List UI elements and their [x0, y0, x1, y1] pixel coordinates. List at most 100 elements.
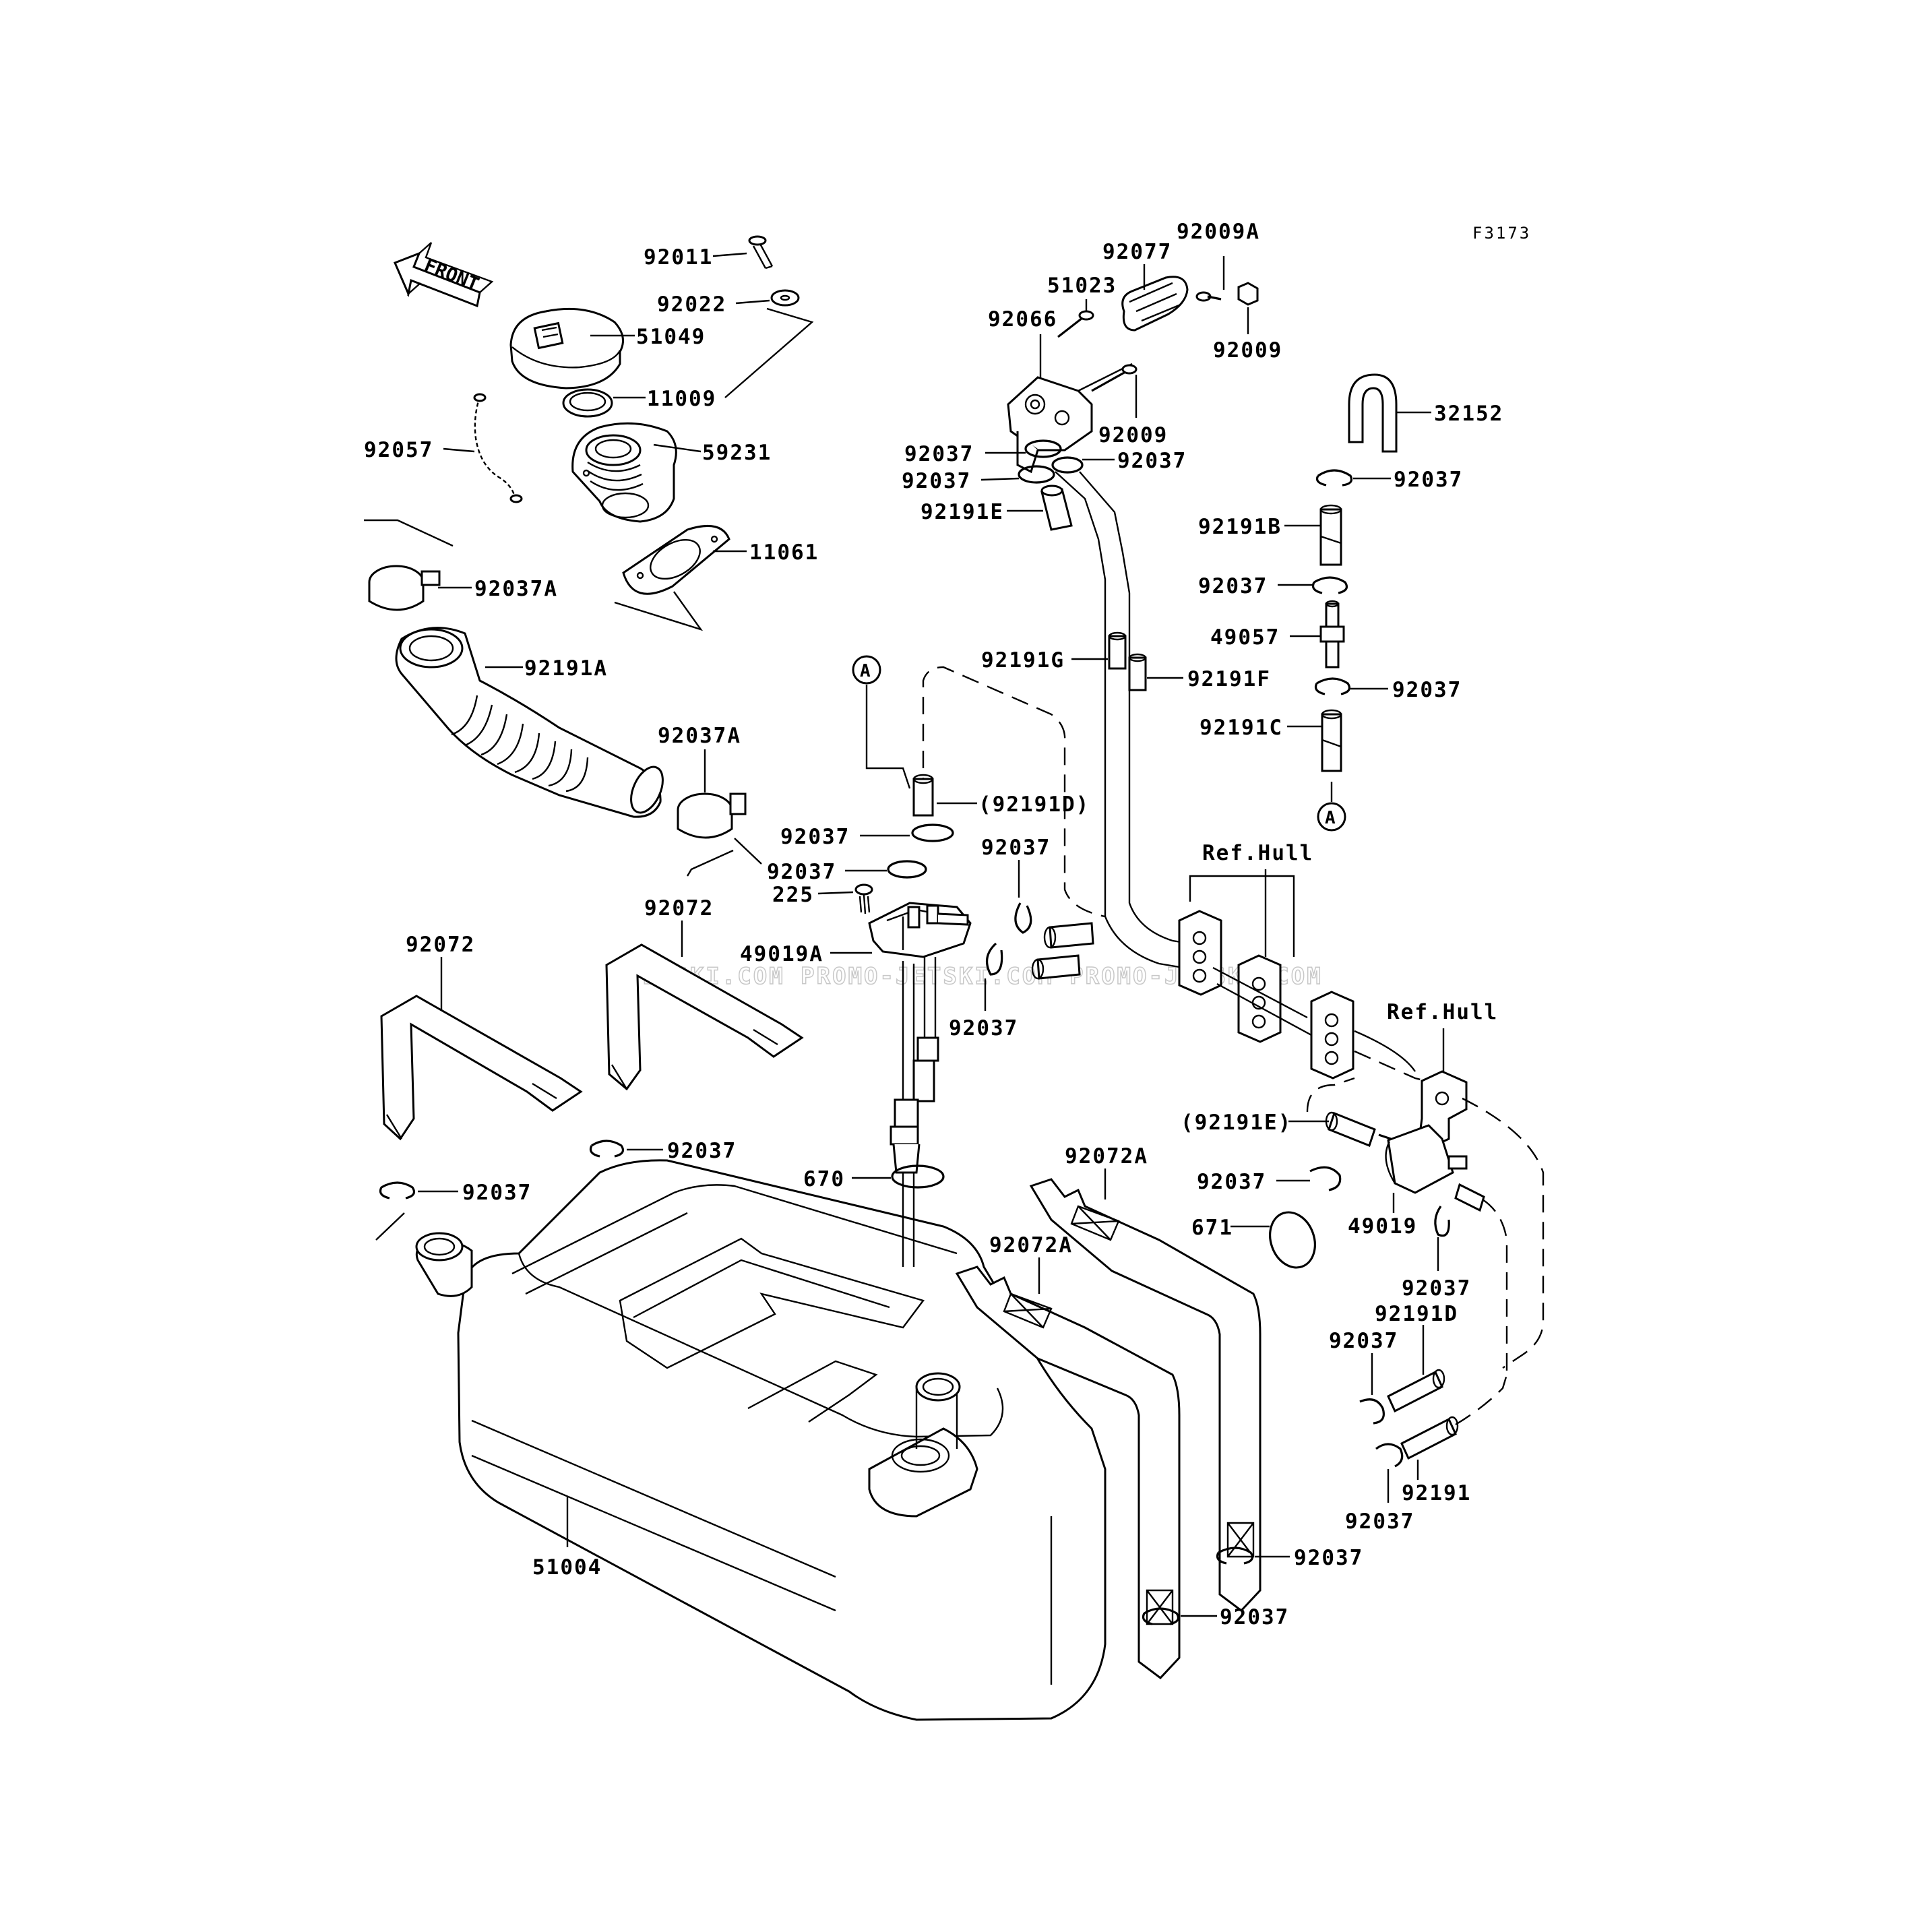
label-refhull-1: Ref.Hull	[1202, 841, 1313, 865]
hose-clamp-92037A-2-icon	[677, 792, 747, 839]
label-92037-m1: 92037	[780, 825, 850, 849]
label-92037-r7: 92037	[1345, 1509, 1414, 1534]
hose-92191C-icon	[1321, 709, 1342, 772]
hose-92191D-icon	[1387, 1369, 1445, 1413]
label-92037-r2: 92037	[1198, 574, 1268, 598]
label-92037-b1: 92037	[1294, 1546, 1363, 1570]
front-arrow-icon: FRONT	[394, 242, 494, 308]
clamp-92037-m1-icon	[911, 823, 954, 842]
label-92072-2: 92072	[644, 896, 714, 921]
label-92191B: 92191B	[1198, 515, 1282, 539]
label-92037-m3: 92037	[981, 836, 1051, 860]
label-92072A-1: 92072A	[1065, 1144, 1148, 1168]
connector-marker-a-right-icon: A	[1317, 802, 1346, 832]
label-92009-1: 51023	[1047, 274, 1117, 298]
knob-92077-icon	[1121, 276, 1189, 332]
label-92009A: 92009A	[1177, 220, 1260, 244]
tether-92057-icon	[473, 393, 523, 503]
label-92191G: 92191G	[981, 648, 1065, 673]
label-92191D: 92191D	[1375, 1302, 1458, 1326]
label-92037A-2: 92037A	[658, 724, 741, 748]
label-92037-t2: 92037	[902, 469, 971, 493]
label-92037-r4: 92037	[1197, 1170, 1266, 1194]
hose-clip-block-1-icon	[1178, 910, 1222, 996]
label-51023: 92066	[988, 307, 1057, 332]
washer-92022-icon	[770, 289, 800, 307]
nut-92066-icon	[1237, 282, 1259, 306]
hose-92191D-paren-icon	[912, 774, 934, 817]
label-59231: 59231	[702, 441, 772, 465]
clamp-92037-b2-icon	[1142, 1607, 1179, 1625]
label-225: 225	[772, 883, 814, 907]
label-92037-m2: 92037	[767, 860, 836, 884]
label-51049: 51049	[636, 325, 706, 349]
bolt-92011-icon	[748, 235, 774, 270]
clamp-92037-r4-icon	[1309, 1166, 1342, 1191]
screw-92009A-icon	[1195, 291, 1222, 302]
clamp-92037-r7-icon	[1375, 1443, 1404, 1468]
hose-92191G-icon	[1108, 631, 1127, 670]
clamp-92037-r3-icon	[1314, 677, 1350, 695]
o-ring-671-icon	[1269, 1211, 1316, 1269]
label-32152: 32152	[1434, 402, 1503, 426]
svg-text:A: A	[1325, 808, 1336, 828]
label-92191F: 92191F	[1187, 667, 1271, 691]
fuel-cock-51023-icon	[1007, 363, 1133, 474]
strap-92072-right-icon	[605, 943, 804, 1091]
hose-92191B-icon	[1319, 504, 1342, 566]
label-92037-b2: 92037	[1220, 1605, 1289, 1629]
label-49057: 49057	[1210, 625, 1280, 650]
label-92037-t3: 92037	[1117, 449, 1187, 473]
label-92037-r3: 92037	[1392, 678, 1462, 702]
clamp-92037-m2-icon	[887, 860, 927, 879]
label-92011: 92011	[644, 245, 713, 270]
vent-hose-32152-icon	[1348, 373, 1398, 453]
label-92037-c1: 92037	[667, 1139, 737, 1163]
connector-marker-a-left-icon: A	[852, 655, 881, 685]
filler-hose-92191A-icon	[395, 627, 664, 818]
hose-92191E-paren-icon	[1325, 1111, 1376, 1147]
label-92009-2: 92009	[1098, 423, 1168, 447]
label-92066: 92009	[1213, 338, 1282, 363]
gasket-11009-icon	[562, 388, 613, 418]
fuel-filter-49019-icon	[1378, 1124, 1468, 1194]
clip-92037-c1-icon	[589, 1140, 624, 1158]
screw-92009-1-icon	[1057, 310, 1094, 338]
clamp-92037-r6-icon	[1359, 1398, 1385, 1425]
label-11009: 11009	[647, 387, 716, 411]
hose-stub-right-icon	[1454, 1183, 1485, 1212]
label-92037-c2: 92037	[462, 1181, 532, 1205]
clamp-92037-r2-icon	[1311, 576, 1348, 594]
label-92077: 92077	[1102, 240, 1172, 264]
clamp-92037-m3-icon	[1014, 902, 1032, 934]
label-51004: 51004	[532, 1555, 602, 1580]
label-92022: 92022	[657, 292, 726, 317]
hose-clamp-92037A-icon	[368, 565, 441, 611]
hose-clip-block-3-icon	[1310, 991, 1354, 1080]
clip-92037-c2-icon	[379, 1181, 415, 1199]
clamp-92037-r5-icon	[1434, 1206, 1450, 1237]
hose-pair-mid-icon	[1031, 922, 1094, 980]
clamp-92037-b1-icon	[1216, 1547, 1253, 1565]
label-49019A: 49019A	[740, 942, 823, 966]
gasket-11061-icon	[622, 524, 730, 595]
hose-92191E-icon	[1040, 485, 1073, 531]
hose-92191-icon	[1400, 1416, 1459, 1460]
label-92037-t1: 92037	[904, 442, 974, 466]
clamp-92037-r1-icon	[1315, 469, 1353, 487]
fuel-cap-51049-icon	[509, 307, 624, 389]
filler-neck-59231-icon	[571, 422, 677, 523]
label-11061: 11061	[749, 540, 819, 565]
label-92037A-1: 92037A	[474, 577, 558, 601]
label-671: 671	[1191, 1216, 1233, 1240]
o-ring-670-icon	[891, 1164, 945, 1189]
fuel-sender-49019A-icon	[868, 902, 972, 1267]
screw-92009-2-icon	[1091, 364, 1138, 392]
label-92191A: 92191A	[524, 656, 608, 681]
clamp-92037-t-icon	[1018, 439, 1084, 484]
strap-92072-left-icon	[380, 995, 583, 1141]
hose-clip-block-2-icon	[1237, 954, 1282, 1043]
svg-text:A: A	[860, 661, 871, 681]
label-92191E: 92191E	[921, 500, 1004, 524]
